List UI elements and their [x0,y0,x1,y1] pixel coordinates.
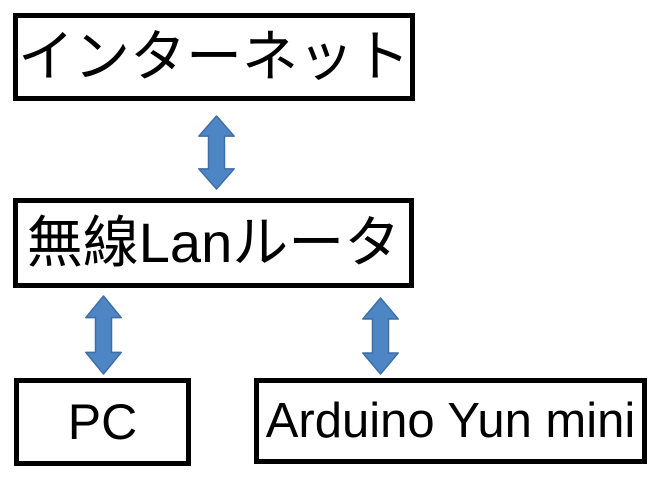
node-wireless-lan-router-label: 無線Lanルータ [26,211,401,274]
node-pc-label: PC [67,394,138,450]
node-internet-label: インターネット [18,25,410,88]
bidirectional-arrow-internet-router-icon [198,115,235,190]
node-pc: PC [14,378,191,466]
node-arduino-yun-mini: Arduino Yun mini [254,378,647,464]
node-internet: インターネット [13,13,415,101]
bidirectional-arrow-router-pc-icon [85,295,122,375]
node-wireless-lan-router: 無線Lanルータ [13,198,414,288]
node-arduino-yun-mini-label: Arduino Yun mini [265,393,636,448]
bidirectional-arrow-router-arduino-icon [362,297,399,375]
